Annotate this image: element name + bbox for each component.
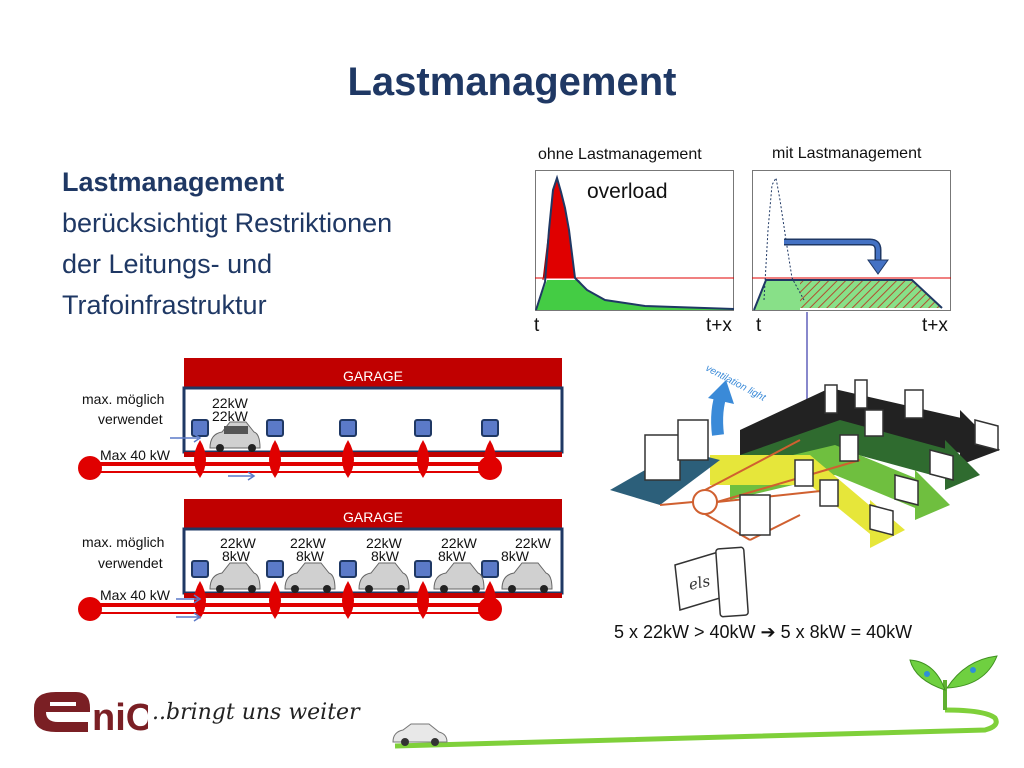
band-yellow <box>710 455 875 538</box>
intro-text: Lastmanagement berücksichtigt Restriktio… <box>62 162 492 326</box>
garage-top-label-used: verwendet <box>98 411 163 427</box>
phase-exchanger <box>677 419 709 461</box>
managed-load-area <box>754 280 800 310</box>
garage-top-header: GARAGE <box>343 368 403 384</box>
chart-right-t-start: t <box>756 315 762 336</box>
garage-top-label-possible: max. möglich <box>82 391 165 407</box>
kw-used-4: 8kW <box>438 548 466 564</box>
els-label: els <box>687 572 712 594</box>
garage-bottom-label-possible: max. möglich <box>82 534 165 550</box>
plug-t2 <box>929 449 954 481</box>
intro-line-2: der Leitungs- und <box>62 249 273 279</box>
small-car-icon <box>392 723 448 746</box>
garage-bottom-label-used: verwendet <box>98 555 163 571</box>
original-curve-dotted <box>763 176 805 301</box>
chart-right-t-end: t+x <box>922 315 948 336</box>
garage-top <box>78 358 564 481</box>
load-curve <box>535 174 735 311</box>
garage-bottom-label-max: Max 40 kW <box>100 587 171 603</box>
normal-load-area <box>536 280 734 310</box>
tagline: ..bringt uns weiter <box>152 700 360 725</box>
garage-bottom-header-bar <box>184 499 562 529</box>
shift-arrow-inner <box>784 240 880 262</box>
kw-possible-5: 22kW <box>515 535 551 551</box>
kw-used-2: 8kW <box>296 548 324 564</box>
enio-logo-mark: niO <box>34 692 155 739</box>
garage-top-kw-used: 22kW <box>212 408 248 424</box>
system-diagram: els ventilation light <box>610 363 1000 618</box>
chart-right <box>752 170 951 311</box>
kw-possible-1: 22kW <box>220 535 256 551</box>
car-3 <box>358 562 410 590</box>
shift-arrow-head <box>867 259 889 275</box>
smartmeter <box>644 434 681 481</box>
garage-top-kw-possible: 22kW <box>212 395 248 411</box>
charger-2 <box>266 419 284 437</box>
chart-left-t-start: t <box>534 315 540 336</box>
swoosh-line <box>394 707 999 749</box>
car-5 <box>501 562 553 590</box>
band-darkgreen <box>740 420 950 485</box>
kw-possible-2: 22kW <box>290 535 326 551</box>
equation: 5 x 22kW > 40kW ➔ 5 x 8kW = 40kW <box>614 622 913 642</box>
garage-top-header-bar <box>184 358 562 388</box>
charger-5 <box>481 419 499 437</box>
plug-t4 <box>869 504 894 536</box>
page-title: Lastmanagement <box>347 60 677 104</box>
plug-t3 <box>894 474 919 506</box>
grid-connection-left <box>78 456 102 480</box>
car-4 <box>433 562 485 590</box>
plug-t1 <box>974 419 999 451</box>
kw-possible-4: 22kW <box>441 535 477 551</box>
charger-3 <box>339 419 357 437</box>
charger-4 <box>414 419 432 437</box>
car-1 <box>209 562 261 590</box>
chart-left-t-end: t+x <box>706 315 732 336</box>
garage-top-label-max: Max 40 kW <box>100 447 171 463</box>
car-2 <box>284 562 336 590</box>
kw-used-1: 8kW <box>222 548 250 564</box>
svg-text:niO: niO <box>92 697 148 736</box>
managed-curve <box>753 279 943 311</box>
kw-used-3: 8kW <box>371 548 399 564</box>
charger-1 <box>191 419 209 437</box>
kw-used-5: 8kW <box>501 548 529 564</box>
garage-bottom <box>78 499 564 622</box>
chart-left <box>535 170 735 311</box>
kw-possible-3: 22kW <box>366 535 402 551</box>
intro-bold: Lastmanagement <box>62 167 285 197</box>
chart-left-title: ohne Lastmanagement <box>538 146 702 163</box>
car-top <box>209 421 261 452</box>
overload-label: overload <box>587 180 668 203</box>
plant-icon <box>909 655 998 710</box>
enio-logo: niO <box>30 688 155 741</box>
shifted-load-area <box>800 280 942 308</box>
chart-right-title: mit Lastmanagement <box>772 145 922 162</box>
garage-bottom-header: GARAGE <box>343 509 403 525</box>
green-swoosh <box>392 655 999 749</box>
intro-line-1: berücksichtigt Restriktionen <box>62 208 393 238</box>
ems-box <box>739 494 771 536</box>
web-device <box>674 546 749 618</box>
intro-line-3: Trafoinfrastruktur <box>62 290 267 320</box>
